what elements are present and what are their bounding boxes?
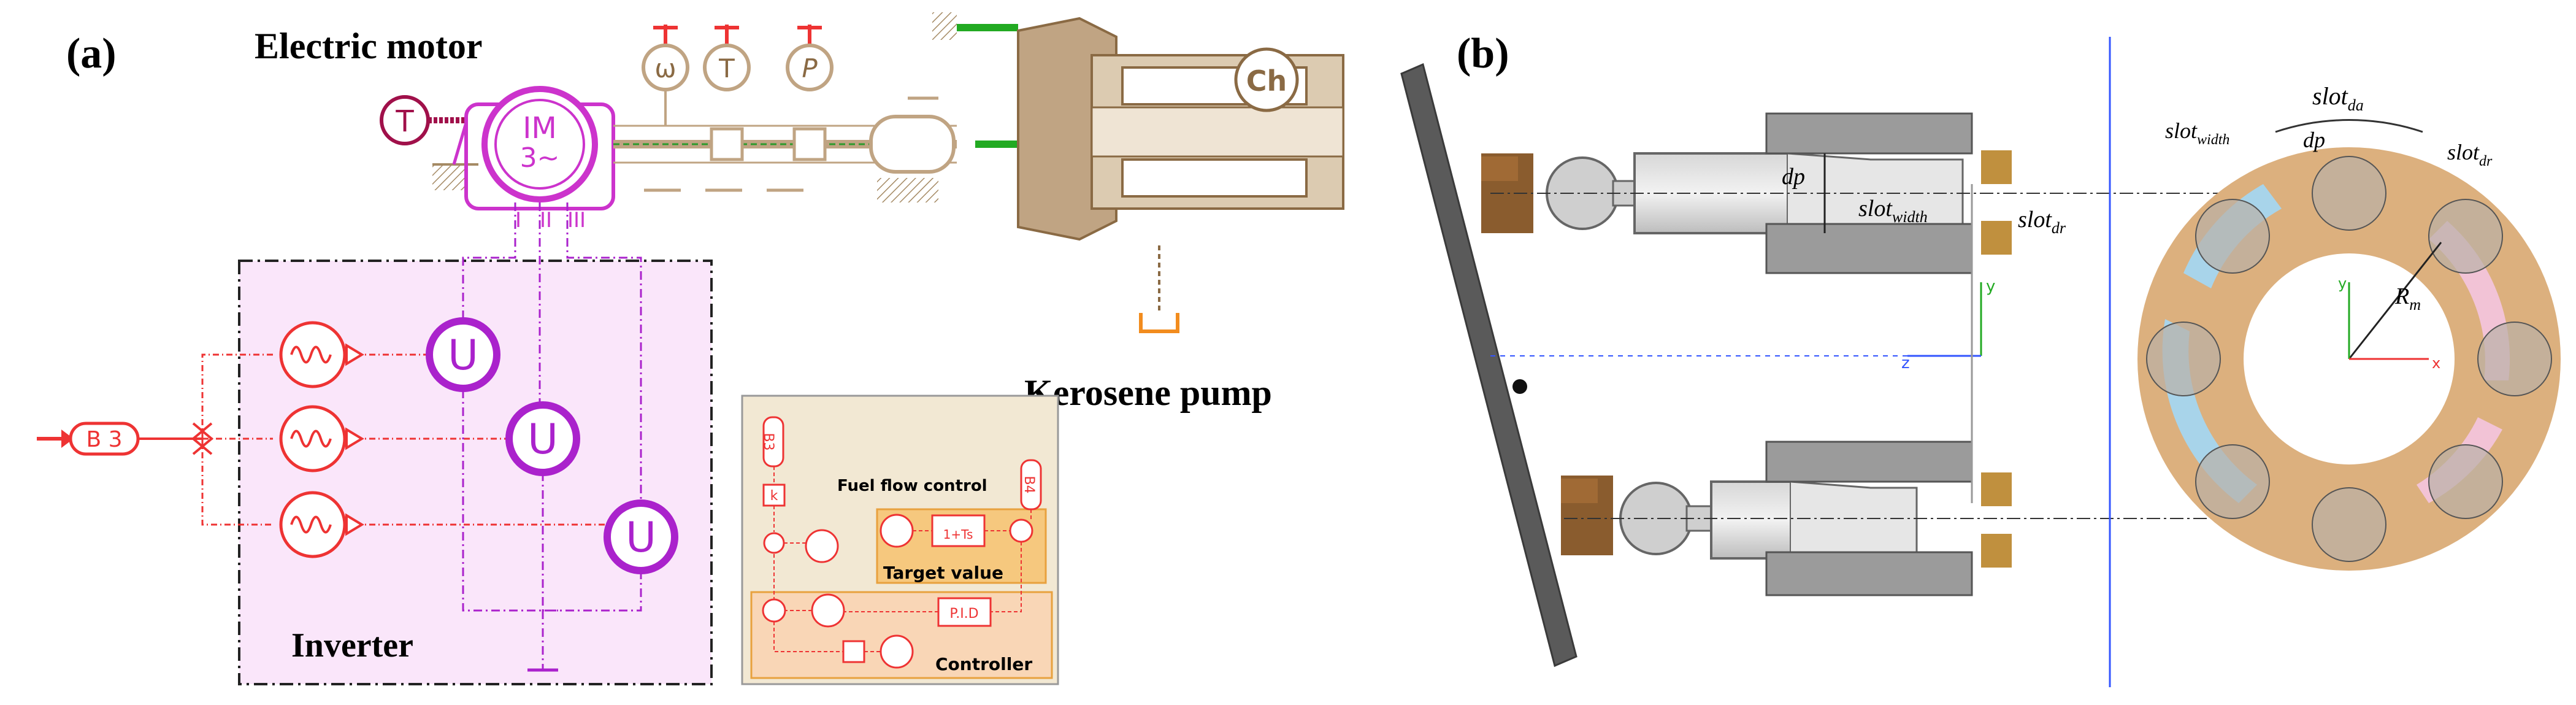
temperature-sensor-label: T	[395, 104, 414, 139]
slot-dr-front-label: slotdr	[2447, 140, 2493, 169]
motor-im-label: IM	[523, 111, 557, 145]
b3-source: B 3	[37, 422, 214, 456]
voltage-source-1: U	[426, 317, 500, 392]
panel-a-label: (a)	[66, 30, 117, 77]
k-gain-label: k	[770, 488, 778, 504]
target-value-label: Target value	[883, 563, 1003, 583]
b4-input-label: B4	[1021, 476, 1037, 493]
axis-y-label-front: y	[2338, 275, 2347, 292]
torque-sensor: T	[703, 25, 751, 161]
phase-2-label: II	[540, 208, 552, 233]
transfer-function-label: 1+Ts	[943, 527, 973, 542]
torque-label: T	[718, 53, 735, 83]
slot-da-label: slotda	[2312, 82, 2364, 114]
u-label-2: U	[527, 415, 558, 464]
inertia-load	[869, 96, 956, 202]
dp-side-label: dp	[1782, 164, 1805, 190]
kerosene-pump-title: Kerosene pump	[1024, 372, 1272, 413]
kerosene-pump: Ch	[932, 12, 1344, 333]
phase-1-label: I	[515, 208, 521, 233]
coordinate-axes-side: y z	[1901, 277, 1995, 372]
axis-x-label-front: x	[2432, 355, 2440, 372]
axis-y-label: y	[1986, 277, 1995, 296]
lower-piston	[1561, 441, 2012, 596]
power-sensor: P	[786, 25, 834, 161]
phase-3-label: III	[567, 208, 586, 233]
controller-label: Controller	[935, 654, 1032, 674]
pwm-oscillator-1	[279, 321, 364, 388]
pid-label: P.I.D	[949, 606, 978, 622]
panel-a: (a) Electric motor Inverter T IM 3~ I II…	[37, 12, 1344, 685]
check-valve-label: Ch	[1246, 64, 1287, 98]
inverter-title: Inverter	[291, 626, 413, 665]
power-wiring	[462, 202, 642, 669]
slot-width-side-label: slotwidth	[1858, 196, 1928, 226]
axis-z-label: z	[1901, 354, 1910, 372]
slot-width-front-label: slotwidth	[2165, 118, 2229, 148]
pwm-oscillator-3	[279, 491, 364, 558]
pivot-point	[1512, 379, 1527, 394]
panel-b: (b)	[1400, 30, 2561, 687]
slot-dr-side-label: slotdr	[2018, 207, 2066, 237]
valve-plate: y x Rm slotda slotwidth dp slotdr	[2137, 82, 2561, 571]
voltage-source-3: U	[604, 499, 678, 574]
speed-sensor: ω	[642, 25, 689, 126]
motor-phase-label: 3~	[520, 142, 560, 174]
voltage-source-2: U	[505, 401, 580, 476]
b3-label: B 3	[86, 427, 122, 452]
power-label: P	[802, 53, 818, 83]
inverter-signal-lines	[201, 353, 607, 526]
omega-label: ω	[654, 53, 676, 83]
u-label-1: U	[448, 331, 478, 380]
induction-motor: IM 3~ I II III	[432, 86, 615, 233]
electric-motor-title: Electric motor	[255, 26, 482, 66]
u-label-3: U	[626, 514, 656, 562]
motor-temperature-sensor: T	[380, 95, 466, 145]
rm-label: Rm	[2394, 283, 2421, 314]
pwm-oscillator-2	[279, 405, 364, 472]
dp-front-label: dp	[2303, 128, 2325, 152]
panel-b-label: (b)	[1457, 30, 1509, 77]
fuel-flow-control-title: Fuel flow control	[837, 477, 987, 495]
b3-input-label: B3	[761, 433, 776, 450]
swashplate	[1400, 63, 1577, 668]
fuel-flow-control-box: Fuel flow control Target value Controlle…	[741, 395, 1059, 685]
